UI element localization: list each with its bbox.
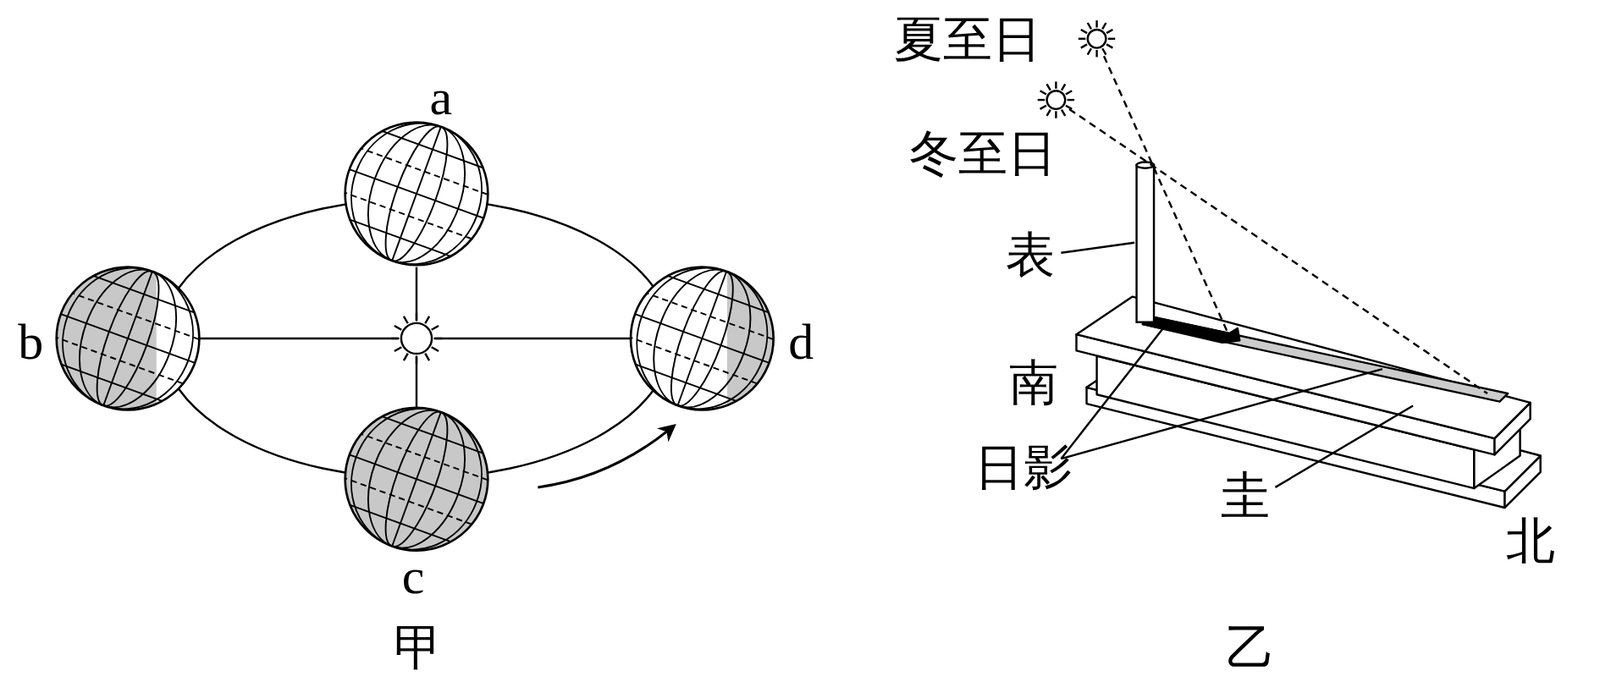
position-letter: d: [788, 316, 814, 368]
sun-ray-line: [415, 357, 418, 409]
position-letter: b: [17, 316, 44, 368]
leader-line: [1060, 328, 1163, 459]
sun-ray-line: [415, 267, 418, 321]
summer-shadow: [1142, 317, 1240, 343]
leader-line: [1274, 406, 1413, 488]
earth-globe: [325, 387, 508, 571]
leader-line: [1060, 369, 1383, 459]
sun-label: 冬至日: [909, 128, 1057, 178]
leader-line: [1060, 242, 1135, 254]
sun-ray-dashed: [1069, 109, 1488, 394]
summer-sun: [1078, 20, 1115, 57]
direction-label: 北: [1506, 516, 1556, 566]
panel-label: 甲: [393, 623, 443, 673]
direction-label: 南: [1009, 358, 1059, 408]
sun-label: 夏至日: [893, 14, 1042, 64]
sun-ray-dashed: [1103, 55, 1230, 337]
sun-ray-line: [197, 337, 398, 340]
part-label: 日影: [974, 442, 1073, 492]
position-letter: c: [402, 551, 425, 602]
panel-label: 乙: [1225, 623, 1275, 673]
earth-globe: [610, 247, 794, 431]
part-label: 圭: [1220, 470, 1270, 520]
sun-symbol: [391, 313, 442, 365]
shadow-groove: [1142, 317, 1508, 403]
position-letter: a: [429, 71, 453, 123]
earth-globe: [36, 247, 220, 431]
orbit-direction-arrow: [537, 426, 674, 488]
sun-ray-line: [435, 337, 634, 340]
part-label: 表: [1005, 230, 1055, 280]
gnomon-pole: [1136, 165, 1154, 323]
winter-sun: [1037, 81, 1075, 118]
earth-globe: [325, 102, 508, 286]
